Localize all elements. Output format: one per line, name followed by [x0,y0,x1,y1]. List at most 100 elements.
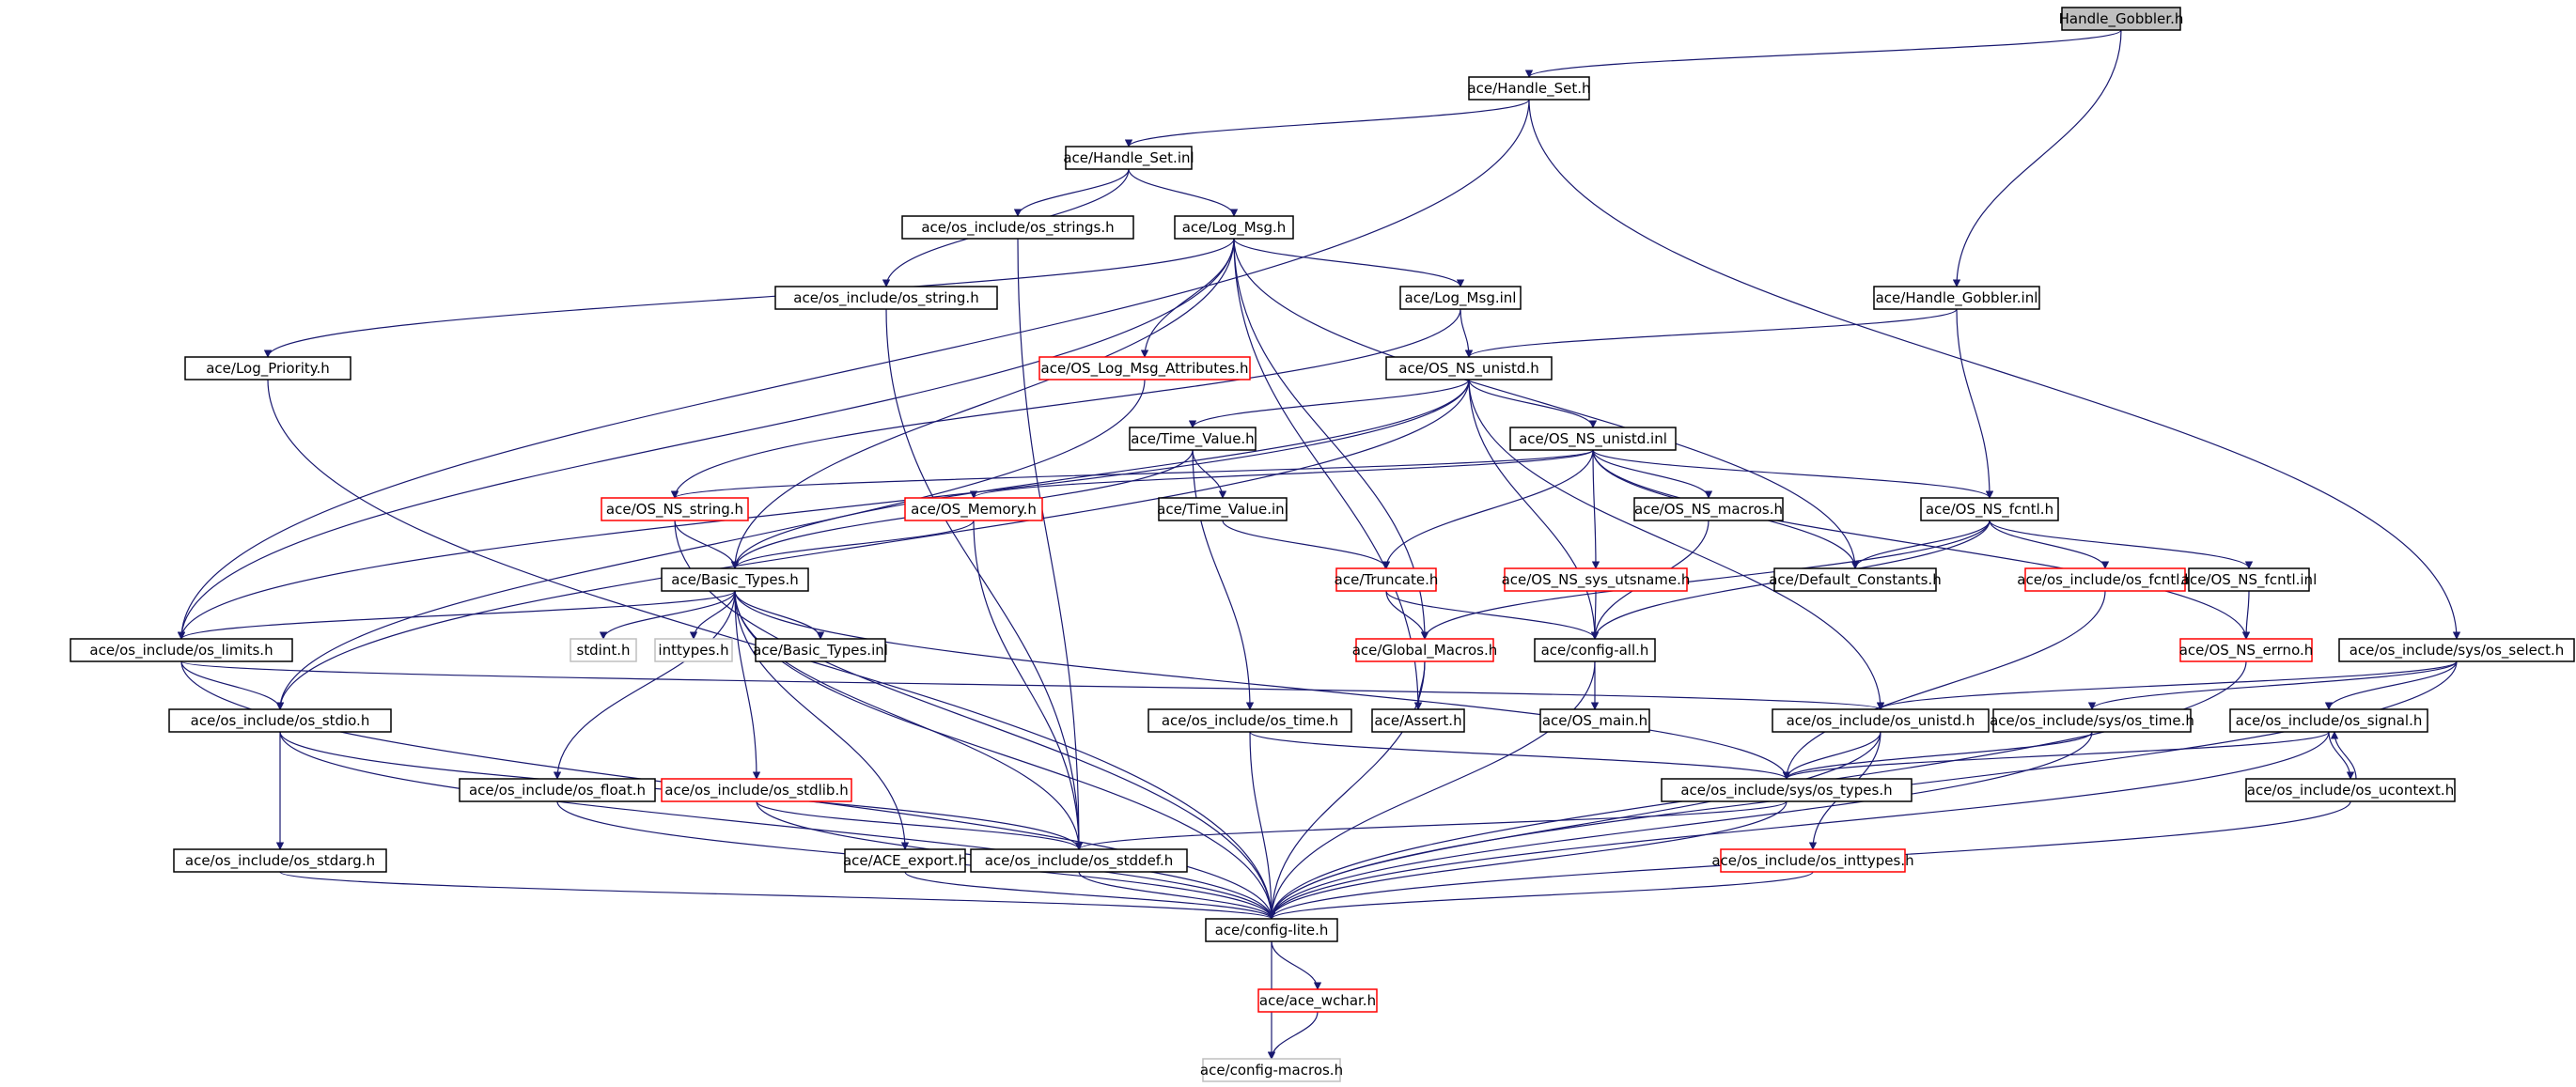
graph-node-ace-config-all-h[interactable]: ace/config-all.h [1534,638,1656,662]
edge-ace-basic-types-h-to-ace-os-include-sys-os-types-h [734,590,1791,780]
graph-node-ace-time-value-h[interactable]: ace/Time_Value.h [1129,427,1257,451]
edge-ace-time-value-h-to-ace-os-include-os-time-h [1192,449,1255,710]
graph-node-ace-os-ns-fcntl-inl[interactable]: ace/OS_NS_fcntl.inl [2181,567,2318,592]
graph-node-ace-handle-gobbler-inl[interactable]: ace/Handle_Gobbler.inl [1873,286,2040,310]
graph-node-ace-ace-wchar-h[interactable]: ace/ace_wchar.h [1257,988,1378,1013]
graph-node-ace-ace-export-h[interactable]: ace/ACE_export.h [843,848,967,873]
node-box [1504,567,1688,592]
graph-node-ace-handle-set-inl[interactable]: ace/Handle_Set.inl [1063,146,1194,170]
graph-node-ace-os-include-os-time-h[interactable]: ace/os_include/os_time.h [1147,708,1352,733]
graph-node-ace-os-ns-unistd-inl[interactable]: ace/OS_NS_unistd.inl [1509,427,1677,451]
node-box [2024,567,2186,592]
node-label: ace/os_include/sys/os_types.h [1680,782,1892,800]
node-label: ace/OS_NS_errno.h [2179,642,2314,660]
edge-ace-os-ns-fcntl-h-to-ace-default-constants-h [1850,520,1991,569]
edge-ace-os-ns-unistd-h-to-ace-os-include-os-stdio-h [275,379,1470,710]
edge-ace-log-msg-h-to-ace-assert-h [1233,238,1423,710]
node-box [1873,286,2040,310]
graph-node-ace-os-include-os-inttypes-h[interactable]: ace/os_include/os_inttypes.h [1711,848,1914,873]
node-box [1038,356,1251,380]
graph-node-ace-os-ns-sys-utsname-h[interactable]: ace/OS_NS_sys_utsname.h [1502,567,1691,592]
node-label: ace/os_include/os_string.h [793,289,978,307]
edge-ace-log-msg-h-to-ace-basic-types-h [730,238,1235,569]
node-box [168,708,392,733]
graph-node-ace-os-include-os-unistd-h[interactable]: ace/os_include/os_unistd.h [1772,708,1990,733]
node-box [1335,567,1437,592]
node-label: ace/Handle_Gobbler.inl [1876,289,2038,307]
graph-node-ace-os-include-sys-os-types-h[interactable]: ace/os_include/sys/os_types.h [1661,778,1912,802]
node-label: ace/OS_NS_macros.h [1634,501,1783,519]
graph-node-ace-basic-types-h[interactable]: ace/Basic_Types.h [661,567,809,592]
graph-node-ace-os-include-os-stdarg-h[interactable]: ace/os_include/os_stdarg.h [173,848,387,873]
edge-ace-os-include-sys-os-time-h-to-ace-config-lite-h [1267,731,2093,920]
node-box [1772,708,1990,733]
graph-node-ace-time-value-inl[interactable]: ace/Time_Value.inl [1157,497,1288,521]
graph-node-ace-handle-set-h[interactable]: ace/Handle_Set.h [1467,76,1591,101]
edge-ace-truncate-h-to-ace-config-all-h [1385,590,1600,640]
graph-node-ace-default-constants-h[interactable]: ace/Default_Constants.h [1769,567,1942,592]
graph-node-ace-os-include-os-ucontext-h[interactable]: ace/os_include/os_ucontext.h [2245,778,2456,802]
graph-node-ace-global-macros-h[interactable]: ace/Global_Macros.h [1352,638,1498,662]
graph-node-ace-os-include-os-stdlib-h[interactable]: ace/os_include/os_stdlib.h [661,778,852,802]
graph-node-ace-os-ns-fcntl-h[interactable]: ace/OS_NS_fcntl.h [1920,497,2059,521]
graph-node-ace-os-ns-string-h[interactable]: ace/OS_NS_string.h [601,497,749,521]
graph-node-handle-gobbler-h[interactable]: Handle_Gobbler.h [2059,7,2184,31]
edge-ace-handle-gobbler-inl-to-ace-os-ns-fcntl-h [1956,308,1994,499]
graph-node-ace-log-priority-h[interactable]: ace/Log_Priority.h [184,356,351,380]
node-box [173,848,387,873]
graph-node-ace-os-include-os-float-h[interactable]: ace/os_include/os_float.h [459,778,656,802]
graph-node-inttypes-h[interactable]: inttypes.h [654,638,733,662]
graph-node-ace-assert-h[interactable]: ace/Assert.h [1371,708,1465,733]
edge-ace-log-msg-h-to-ace-log-msg-inl [1233,238,1465,287]
graph-node-ace-os-ns-macros-h[interactable]: ace/OS_NS_macros.h [1633,497,1784,521]
node-box [1202,1058,1341,1082]
node-label: ace/os_include/os_stddef.h [985,852,1174,870]
graph-node-ace-truncate-h[interactable]: ace/Truncate.h [1335,567,1439,592]
graph-node-ace-basic-types-inl[interactable]: ace/Basic_Types.inl [753,638,888,662]
node-box [1129,427,1257,451]
node-box [1920,497,2059,521]
graph-node-ace-os-include-os-string-h[interactable]: ace/os_include/os_string.h [774,286,998,310]
graph-node-ace-os-include-os-stddef-h[interactable]: ace/os_include/os_stddef.h [970,848,1188,873]
edge-ace-ace-wchar-h-to-ace-config-macros-h [1267,1011,1319,1060]
node-label: ace/os_include/os_strings.h [921,219,1114,237]
node-box [1661,778,1912,802]
edge-ace-global-macros-h-to-ace-config-lite-h [1267,660,1426,920]
node-box [755,638,886,662]
graph-node-ace-os-memory-h[interactable]: ace/OS_Memory.h [904,497,1043,521]
edge-ace-os-include-sys-os-select-h-to-ace-os-include-sys-os-time-h [2087,660,2458,710]
graph-node-ace-os-include-os-signal-h[interactable]: ace/os_include/os_signal.h [2229,708,2428,733]
graph-node-ace-os-include-sys-os-time-h[interactable]: ace/os_include/sys/os_time.h [1990,708,2194,733]
graph-node-ace-log-msg-inl[interactable]: ace/Log_Msg.inl [1399,286,1522,310]
edge-ace-os-ns-unistd-inl-to-ace-os-ns-fcntl-h [1592,449,1994,499]
node-label: ace/os_include/os_signal.h [2236,712,2423,730]
edge-ace-basic-types-h-to-ace-os-include-os-stddef-h [734,590,1084,850]
node-label: ace/os_include/os_limits.h [89,642,273,660]
graph-node-stdint-h[interactable]: stdint.h [570,638,637,662]
edge-ace-handle-set-inl-to-ace-os-include-os-strings-h [1013,168,1130,217]
edge-ace-basic-types-h-to-ace-os-include-os-limits-h [177,590,736,640]
edge-ace-time-value-h-to-ace-time-value-inl [1192,449,1227,499]
graph-node-ace-os-include-os-stdio-h[interactable]: ace/os_include/os_stdio.h [168,708,392,733]
graph-node-ace-os-main-h[interactable]: ace/OS_main.h [1539,708,1650,733]
graph-node-ace-config-lite-h[interactable]: ace/config-lite.h [1205,918,1338,942]
edge-ace-os-ns-fcntl-h-to-ace-os-include-os-fcntl-h [1989,520,2110,569]
edge-ace-os-include-os-stdarg-h-to-ace-config-lite-h [279,871,1275,920]
edge-ace-ace-export-h-to-ace-config-lite-h [904,871,1276,920]
edge-ace-truncate-h-to-ace-global-macros-h [1385,590,1429,640]
node-box [70,638,293,662]
edge-ace-handle-set-h-to-ace-os-include-sys-os-select-h [1528,99,2461,640]
edge-ace-log-msg-h-to-ace-log-priority-h [263,238,1235,358]
graph-node-ace-os-log-msg-attributes-h[interactable]: ace/OS_Log_Msg_Attributes.h [1038,356,1251,380]
graph-node-ace-os-ns-unistd-h[interactable]: ace/OS_NS_unistd.h [1385,356,1553,380]
node-box [2245,778,2456,802]
edge-ace-config-lite-h-to-ace-ace-wchar-h [1271,940,1322,990]
node-box [184,356,351,380]
graph-node-ace-os-include-os-strings-h[interactable]: ace/os_include/os_strings.h [901,215,1134,240]
graph-node-ace-os-ns-errno-h[interactable]: ace/OS_NS_errno.h [2179,638,2314,662]
graph-node-ace-os-include-os-fcntl-h[interactable]: ace/os_include/os_fcntl.h [2017,567,2194,592]
graph-node-ace-config-macros-h[interactable]: ace/config-macros.h [1200,1058,1343,1082]
graph-node-ace-os-include-os-limits-h[interactable]: ace/os_include/os_limits.h [70,638,293,662]
graph-node-ace-log-msg-h[interactable]: ace/Log_Msg.h [1174,215,1294,240]
graph-node-ace-os-include-sys-os-select-h[interactable]: ace/os_include/sys/os_select.h [2338,638,2575,662]
